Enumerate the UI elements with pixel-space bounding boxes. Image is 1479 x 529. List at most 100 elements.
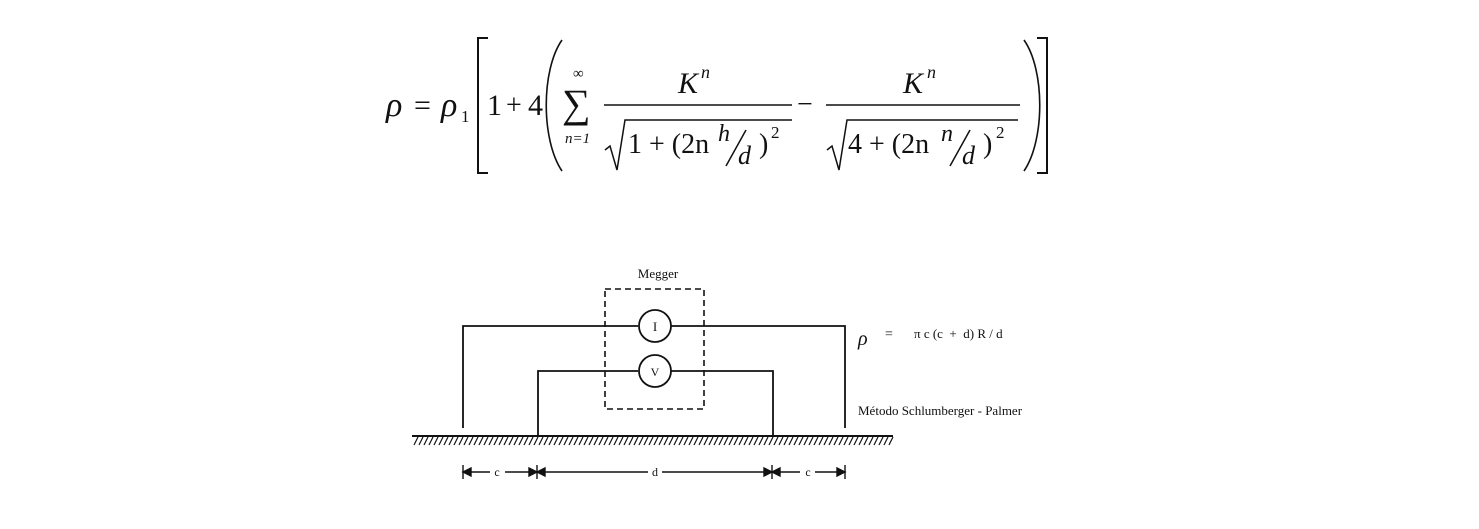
- dimension-middle-label: d: [652, 465, 658, 479]
- ground-hatch-mark: [773, 436, 779, 446]
- ground-hatch-mark: [623, 436, 629, 446]
- term1-denominator-prefix: 1 + (2n: [628, 129, 709, 160]
- dimension-line: [461, 465, 847, 479]
- big-paren-close: [1023, 39, 1041, 172]
- ground-hatch-mark: [438, 436, 444, 446]
- ground-hatch-mark: [658, 436, 664, 446]
- ground-hatch-mark: [873, 436, 879, 446]
- ground-hatch-mark: [538, 436, 544, 446]
- dimension-left-label: c: [494, 465, 499, 479]
- ground-hatch-mark: [828, 436, 834, 446]
- ground-hatch-mark: [663, 436, 669, 446]
- ground-hatch-mark: [613, 436, 619, 446]
- voltage-meter-circle: [638, 354, 672, 388]
- ground-hatch-mark: [478, 436, 484, 446]
- ground-hatch-mark: [763, 436, 769, 446]
- ground-hatch-mark: [708, 436, 714, 446]
- ground-hatch-mark: [733, 436, 739, 446]
- sum-lower-limit: n=1: [565, 131, 590, 147]
- ground-hatch-mark: [723, 436, 729, 446]
- voltage-meter-label: V: [651, 365, 660, 379]
- ground-hatch-mark: [698, 436, 704, 446]
- current-meter: I: [638, 309, 672, 343]
- voltage-meter: V: [638, 354, 672, 388]
- ground-hatch-mark: [528, 436, 534, 446]
- ground-hatch-mark: [608, 436, 614, 446]
- term2-ratio-slash: [949, 129, 971, 167]
- ground-hatch-mark: [738, 436, 744, 446]
- ground-hatch-mark: [498, 436, 504, 446]
- sum-sign: ∑: [562, 81, 591, 126]
- ground-hatch-mark: [693, 436, 699, 446]
- ground-hatch-mark: [683, 436, 689, 446]
- current-meter-circle: [638, 309, 672, 343]
- ground-hatch-mark: [813, 436, 819, 446]
- ground-hatch-mark: [503, 436, 509, 446]
- diagram-formula-rho: ρ: [857, 328, 868, 350]
- formula-equals: =: [414, 89, 431, 122]
- term1-numerator: K: [677, 67, 700, 100]
- ground-hatch-mark: [523, 436, 529, 446]
- ground-hatch-mark: [858, 436, 864, 446]
- ground-hatch-mark: [688, 436, 694, 446]
- ground-hatch-mark: [823, 436, 829, 446]
- term2-denominator-suffix: ): [983, 129, 992, 160]
- ground-hatch-mark: [573, 436, 579, 446]
- ground-hatch-mark: [778, 436, 784, 446]
- ground-hatch-mark: [543, 436, 549, 446]
- ground-hatching: [413, 436, 894, 446]
- arrow-6: [836, 466, 847, 478]
- ground-hatch-mark: [803, 436, 809, 446]
- ground-hatch-mark: [798, 436, 804, 446]
- term2-sqrt-sign: [826, 119, 1018, 171]
- ground-hatch-mark: [418, 436, 424, 446]
- ground-hatch-mark: [548, 436, 554, 446]
- ground-hatch-mark: [838, 436, 844, 446]
- ground-hatch-mark: [518, 436, 524, 446]
- term1-ratio-top: h: [718, 121, 730, 147]
- megger-box: [604, 288, 705, 410]
- ground-hatch-mark: [748, 436, 754, 446]
- ground-hatch-mark: [678, 436, 684, 446]
- ground-hatch-mark: [753, 436, 759, 446]
- ground-hatch-mark: [553, 436, 559, 446]
- ground-hatch-mark: [638, 436, 644, 446]
- ground-hatch-mark: [448, 436, 454, 446]
- ground-hatch-mark: [883, 436, 889, 446]
- ground-hatch-mark: [513, 436, 519, 446]
- ground-hatch-mark: [533, 436, 539, 446]
- arrow-2: [528, 466, 539, 478]
- ground-hatch-mark: [713, 436, 719, 446]
- formula-rho1: ρ: [440, 87, 457, 124]
- ground-hatch-mark: [488, 436, 494, 446]
- resistivity-formula: ρ = ρ 1 1 + 4 ∞ ∑ n=1 K n 1 + (2n h d ) …: [385, 37, 1048, 174]
- ground-hatch-mark: [588, 436, 594, 446]
- term1-denominator-exponent: 2: [771, 123, 780, 142]
- term2-denominator-exponent: 2: [996, 123, 1005, 142]
- ground-hatch-mark: [648, 436, 654, 446]
- ground-hatch-mark: [558, 436, 564, 446]
- dimension-right-label: c: [805, 465, 810, 479]
- term1-ratio-slash: [725, 129, 747, 167]
- ground-hatch-mark: [598, 436, 604, 446]
- ground-hatch-mark: [453, 436, 459, 446]
- ground-hatch-mark: [473, 436, 479, 446]
- ground-hatch-mark: [493, 436, 499, 446]
- ground-hatch-mark: [878, 436, 884, 446]
- ground-hatch-mark: [758, 436, 764, 446]
- formula-rho1-subscript: 1: [461, 107, 470, 126]
- ground-hatch-mark: [463, 436, 469, 446]
- formula-plus: +: [506, 90, 522, 121]
- ground-hatch-mark: [643, 436, 649, 446]
- ground-hatch-mark: [633, 436, 639, 446]
- ground-hatch-mark: [433, 436, 439, 446]
- term2-denominator-prefix: 4 + (2n: [848, 129, 929, 160]
- sum-upper-limit: ∞: [573, 66, 584, 82]
- term2-numerator: K: [902, 67, 925, 100]
- term1-ratio-bottom: d: [738, 141, 752, 170]
- ground-hatch-mark: [848, 436, 854, 446]
- ground-hatch-mark: [718, 436, 724, 446]
- ground-hatch-mark: [423, 436, 429, 446]
- ground-hatch-mark: [578, 436, 584, 446]
- current-circuit-wire: [462, 325, 846, 428]
